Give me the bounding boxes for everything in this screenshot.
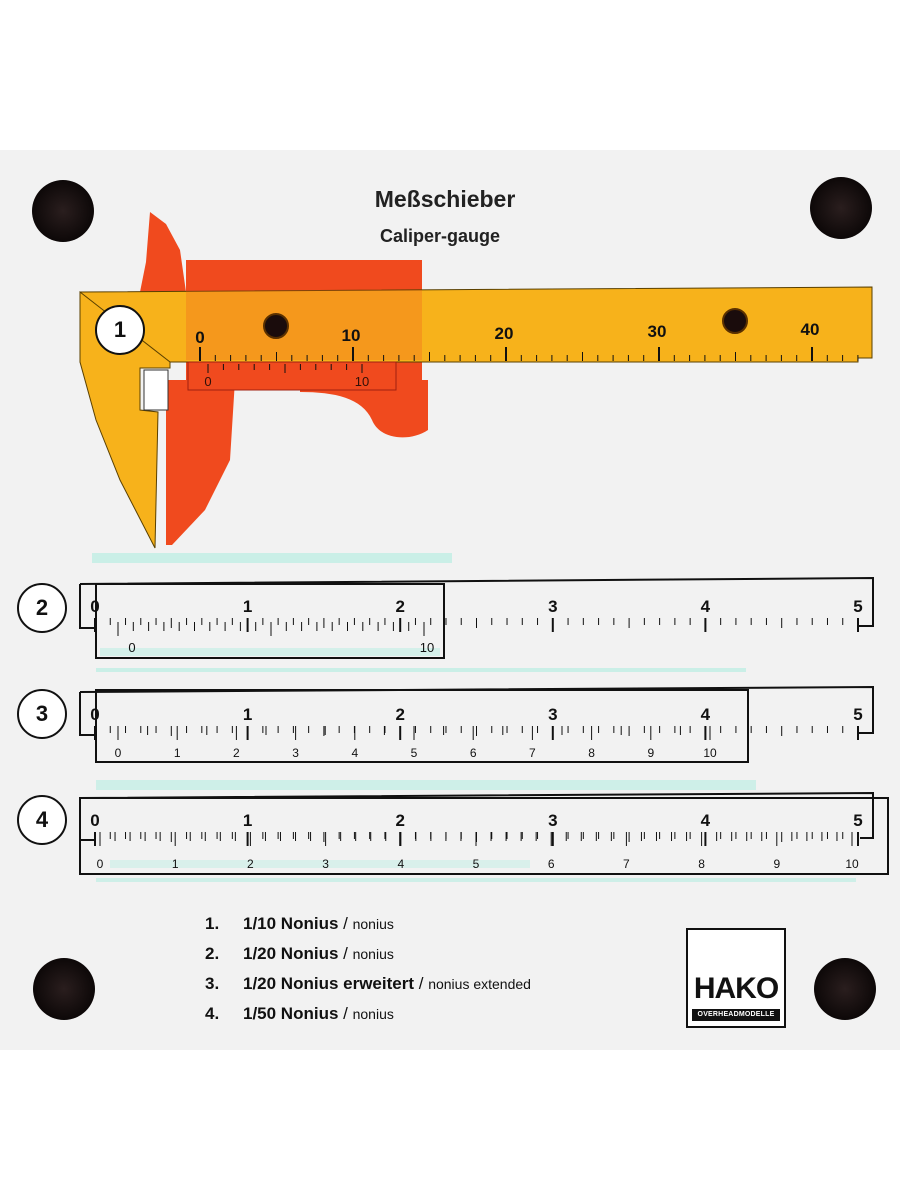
caliper-slider-bottom-jaw <box>166 380 235 545</box>
main-scale-label-5: 5 <box>853 597 862 616</box>
legend-item-4: 4. 1/50 Nonius / nonius <box>205 1004 394 1024</box>
vernier-label-4: 4 <box>397 857 404 871</box>
vernier-label-1: 1 <box>174 746 181 760</box>
caliper-main-label-40: 40 <box>801 320 820 339</box>
legend-number: 4. <box>205 1004 220 1023</box>
vernier-label-7: 7 <box>623 857 630 871</box>
caliper-vernier-label-0: 0 <box>204 374 211 389</box>
caliper-screw-2 <box>722 308 748 334</box>
diagram-number-1: 1 <box>95 305 145 355</box>
main-scale-label-4: 4 <box>701 597 711 616</box>
legend-item-1: 1. 1/10 Nonius / nonius <box>205 914 394 934</box>
mounting-hole-top-right <box>810 177 872 239</box>
caliper-main-label-10: 10 <box>342 326 361 345</box>
caliper-slider-window <box>186 290 422 360</box>
vernier-label-6: 6 <box>470 746 477 760</box>
vernier-label-8: 8 <box>588 746 595 760</box>
main-scale-label-3: 3 <box>548 705 557 724</box>
main-scale-label-5: 5 <box>853 811 862 830</box>
vernier-label-9: 9 <box>647 746 654 760</box>
logo-wordmark: HAKO <box>693 972 779 1005</box>
vernier-label-5: 5 <box>411 746 418 760</box>
caliper-slider-upper-jaw <box>140 212 186 292</box>
vernier-label-0: 0 <box>97 857 104 871</box>
caliper-screw-1 <box>263 313 289 339</box>
legend-number: 2. <box>205 944 220 963</box>
legend-separator: / <box>338 1004 353 1023</box>
legend-separator: / <box>338 914 353 933</box>
legend-separator: / <box>414 974 429 993</box>
diagram-number-4: 4 <box>17 795 67 845</box>
vernier-slider-2 <box>95 583 445 659</box>
legend-item-2: 2. 1/20 Nonius / nonius <box>205 944 394 964</box>
main-scale-label-3: 3 <box>548 811 557 830</box>
legend-sub: nonius extended <box>428 976 531 992</box>
main-scale-label-5: 5 <box>853 705 862 724</box>
legend-number: 3. <box>205 974 220 993</box>
title-english: Caliper-gauge <box>379 226 501 246</box>
vernier-label-10: 10 <box>703 746 717 760</box>
vernier-2-label-10: 10 <box>420 640 434 655</box>
vernier-label-3: 3 <box>292 746 299 760</box>
main-scale-label-4: 4 <box>701 705 711 724</box>
mounting-hole-bottom-left <box>33 958 95 1020</box>
scale-strip-2: 0 1 2 3 4 5 0 10 <box>79 576 874 659</box>
mounting-hole-bottom-right <box>814 958 876 1020</box>
legend-main: 1/10 Nonius <box>243 914 339 933</box>
main-scale-label-2: 2 <box>395 811 404 830</box>
caliper-main-label-0: 0 <box>195 328 204 347</box>
caliper-fixed-lower-jaw <box>79 290 171 549</box>
main-scale-label-2: 2 <box>395 597 404 616</box>
vernier-label-0: 0 <box>115 746 122 760</box>
main-scale-label-3: 3 <box>548 597 557 616</box>
vernier-label-7: 7 <box>529 746 536 760</box>
legend-number: 1. <box>205 914 220 933</box>
logo-subtitle: OVERHEADMODELLE <box>692 1009 780 1021</box>
main-scale-label-0: 0 <box>90 811 99 830</box>
legend-separator: / <box>338 944 353 963</box>
legend-sub: nonius <box>352 946 394 962</box>
main-scale-label-0: 0 <box>90 705 99 724</box>
vernier-2-label-0: 0 <box>128 640 135 655</box>
vernier-label-2: 2 <box>247 857 254 871</box>
vernier-slider-4 <box>79 797 889 875</box>
scale-strip-4: 0 1 2 3 4 5 0 1 2 3 4 5 6 7 8 9 10 <box>79 791 889 875</box>
caliper-main-label-20: 20 <box>495 324 514 343</box>
main-scale-label-1: 1 <box>243 597 252 616</box>
scale-strip-3: 0 1 2 3 4 5 0 1 2 3 4 5 6 7 8 9 10 <box>79 685 874 763</box>
vernier-label-8: 8 <box>698 857 705 871</box>
vernier-label-3: 3 <box>322 857 329 871</box>
diagram-number-2: 2 <box>17 583 67 633</box>
vernier-label-5: 5 <box>473 857 480 871</box>
diagram-number-3: 3 <box>17 689 67 739</box>
vernier-label-4: 4 <box>351 746 358 760</box>
caliper-slider-depth-thumb <box>300 380 428 438</box>
legend-item-3: 3. 1/20 Nonius erweitert / nonius extende… <box>205 974 531 994</box>
vernier-label-6: 6 <box>548 857 555 871</box>
legend-main: 1/20 Nonius erweitert <box>243 974 415 993</box>
legend-main: 1/20 Nonius <box>243 944 339 963</box>
main-scale-label-1: 1 <box>243 705 252 724</box>
vernier-label-10: 10 <box>845 857 859 871</box>
legend-sub: nonius <box>352 916 394 932</box>
caliper-vernier-label-10: 10 <box>355 374 369 389</box>
caliper-illustration: 0 10 20 30 40 0 10 <box>79 212 873 549</box>
main-scale-label-2: 2 <box>395 705 404 724</box>
caliper-main-label-30: 30 <box>648 322 667 341</box>
title-german: Meßschieber <box>374 186 516 212</box>
main-scale-label-1: 1 <box>243 811 252 830</box>
hako-logo: HAKO OVERHEADMODELLE <box>686 928 786 1028</box>
vernier-label-1: 1 <box>172 857 179 871</box>
mounting-hole-top-left <box>32 180 94 242</box>
main-scale-label-0: 0 <box>90 597 99 616</box>
main-scale-label-4: 4 <box>701 811 711 830</box>
legend-main: 1/50 Nonius <box>243 1004 339 1023</box>
vernier-label-9: 9 <box>773 857 780 871</box>
legend-sub: nonius <box>352 1006 394 1022</box>
vernier-label-2: 2 <box>233 746 240 760</box>
